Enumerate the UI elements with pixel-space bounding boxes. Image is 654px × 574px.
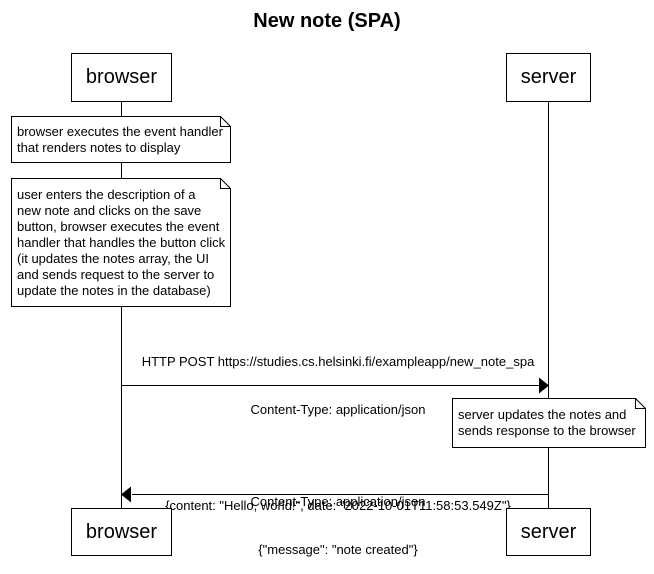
server-lifeline [548, 102, 549, 508]
note-line: button, browser executes the event [17, 218, 220, 234]
diagram-title: New note (SPA) [253, 10, 401, 32]
note-line: server updates the notes and [458, 407, 627, 422]
note-line: new note and clicks on the save [17, 202, 202, 218]
note-line: handler that handles the button click [17, 234, 226, 250]
note-line: user enters the description of a [17, 186, 196, 202]
message-post-label: HTTP POST https://studies.cs.helsinki.fi… [121, 322, 555, 530]
note-border [452, 398, 646, 448]
note-line: sends response to the browser [458, 423, 636, 438]
message-response-arrow [121, 486, 548, 503]
note-server-updates: server updates the notes and sends respo… [452, 398, 646, 448]
note-border [11, 116, 231, 163]
note-line: and sends request to the server to [17, 266, 215, 282]
note-browser-render: browser executes the event handler that … [11, 116, 231, 163]
message-line: Content-Type: application/json [250, 402, 426, 417]
participant-browser-top: browser [71, 53, 172, 102]
message-response-label: Content-Type: application/json {"message… [121, 462, 555, 574]
message-post-arrow [121, 377, 549, 394]
participant-server-label: server [520, 520, 577, 543]
message-line: {content: "Hello, world!", date: "2022-1… [165, 498, 511, 513]
message-line: Content-Type: application/json [250, 494, 426, 509]
message-line: {"message": "note created"} [258, 542, 418, 557]
participant-server-label: server [520, 66, 577, 88]
note-line: (it updates the notes array, the UI [17, 250, 209, 266]
participant-server-bottom: server [506, 508, 591, 556]
note-user-enters: user enters the description of a new not… [11, 178, 231, 307]
participant-browser-label: browser [85, 520, 158, 543]
note-line: that renders notes to display [17, 139, 181, 155]
note-line: browser executes the event handler [17, 123, 223, 139]
participant-browser-bottom: browser [71, 508, 172, 556]
note-border [11, 178, 231, 307]
note-line: update the notes in the database) [17, 282, 211, 298]
participant-server-top: server [506, 53, 591, 102]
participant-browser-label: browser [85, 66, 158, 88]
message-line: HTTP POST https://studies.cs.helsinki.fi… [141, 354, 535, 369]
